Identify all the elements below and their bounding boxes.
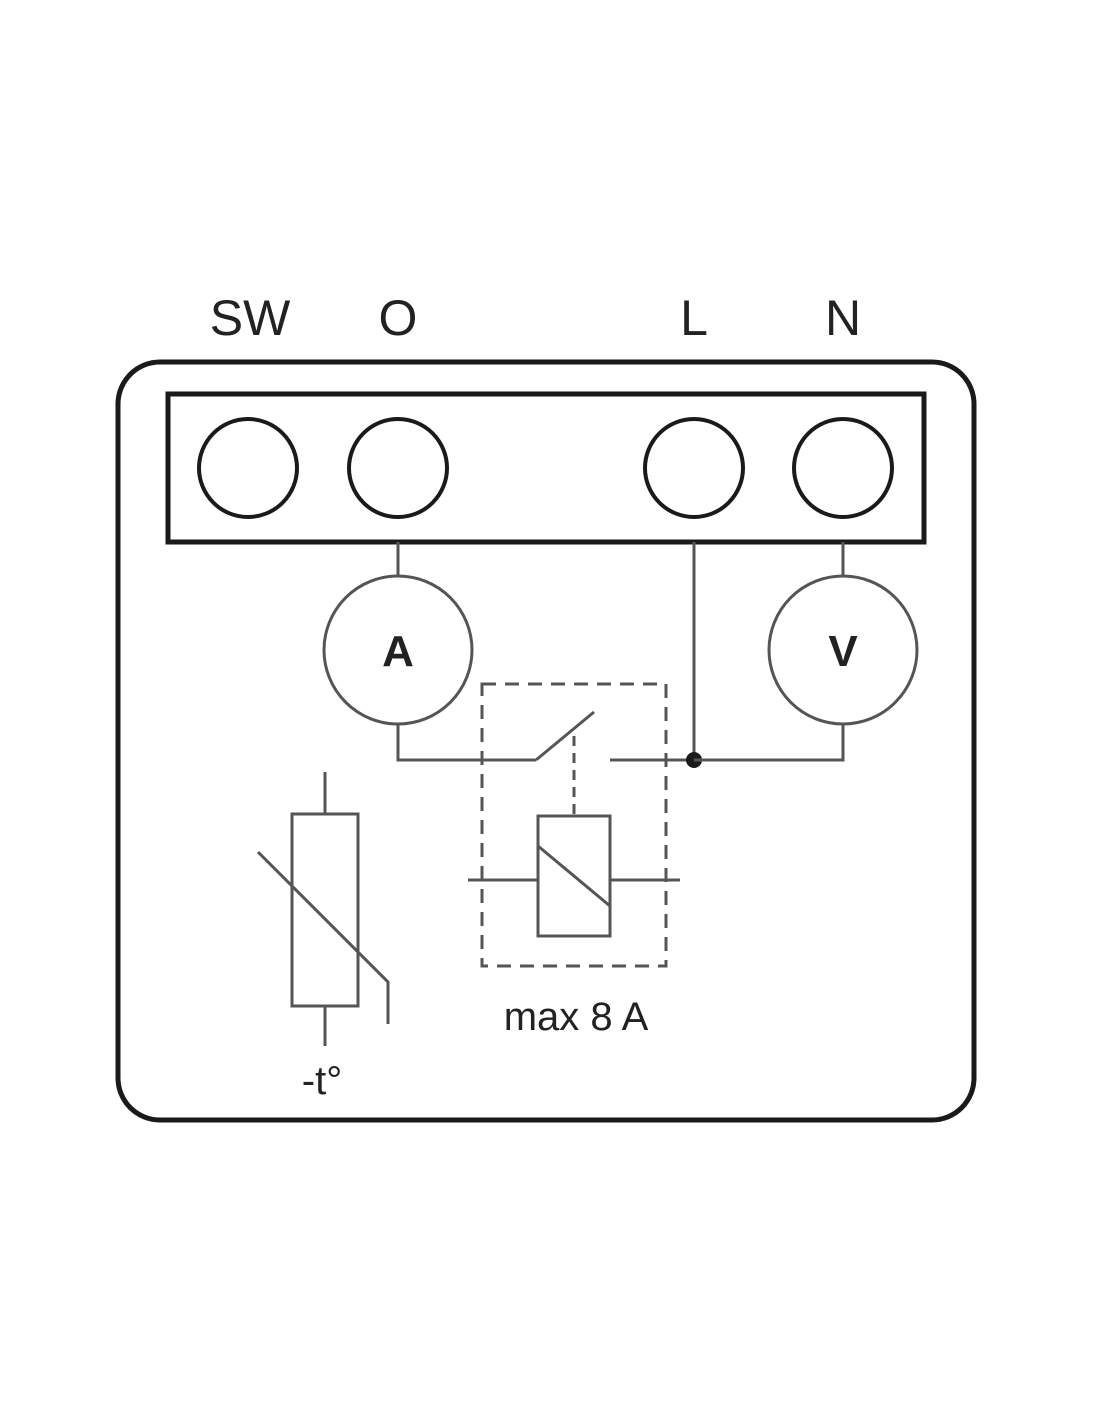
terminal-block — [165, 391, 927, 545]
ammeter-label: A — [382, 627, 414, 676]
voltmeter-label: V — [828, 627, 858, 676]
device-enclosure — [115, 359, 977, 1123]
thermistor-diagonal — [256, 850, 390, 1024]
terminal-label-l: L — [680, 290, 708, 346]
relay-dashed-box — [480, 682, 668, 968]
wire-ammeter-to-contact — [396, 724, 536, 762]
terminal-screw-o — [347, 417, 449, 519]
terminal-label-sw: SW — [210, 290, 291, 346]
wire-junction-to-voltmeter — [694, 724, 845, 762]
terminal-screw-l — [643, 417, 745, 519]
voltmeter-icon — [767, 574, 919, 726]
relay-rating-label: max 8 A — [504, 995, 649, 1039]
terminal-screw-sw — [197, 417, 299, 519]
terminal-label-n: N — [825, 290, 861, 346]
thermistor-label: -t° — [302, 1059, 342, 1103]
terminal-label-o: O — [379, 290, 418, 346]
thermistor-icon — [290, 812, 360, 1008]
relay-coil-icon — [536, 814, 612, 938]
terminal-screw-n — [792, 417, 894, 519]
relay-coil-diagonal — [537, 844, 611, 908]
relay-contact-blade — [535, 710, 595, 762]
